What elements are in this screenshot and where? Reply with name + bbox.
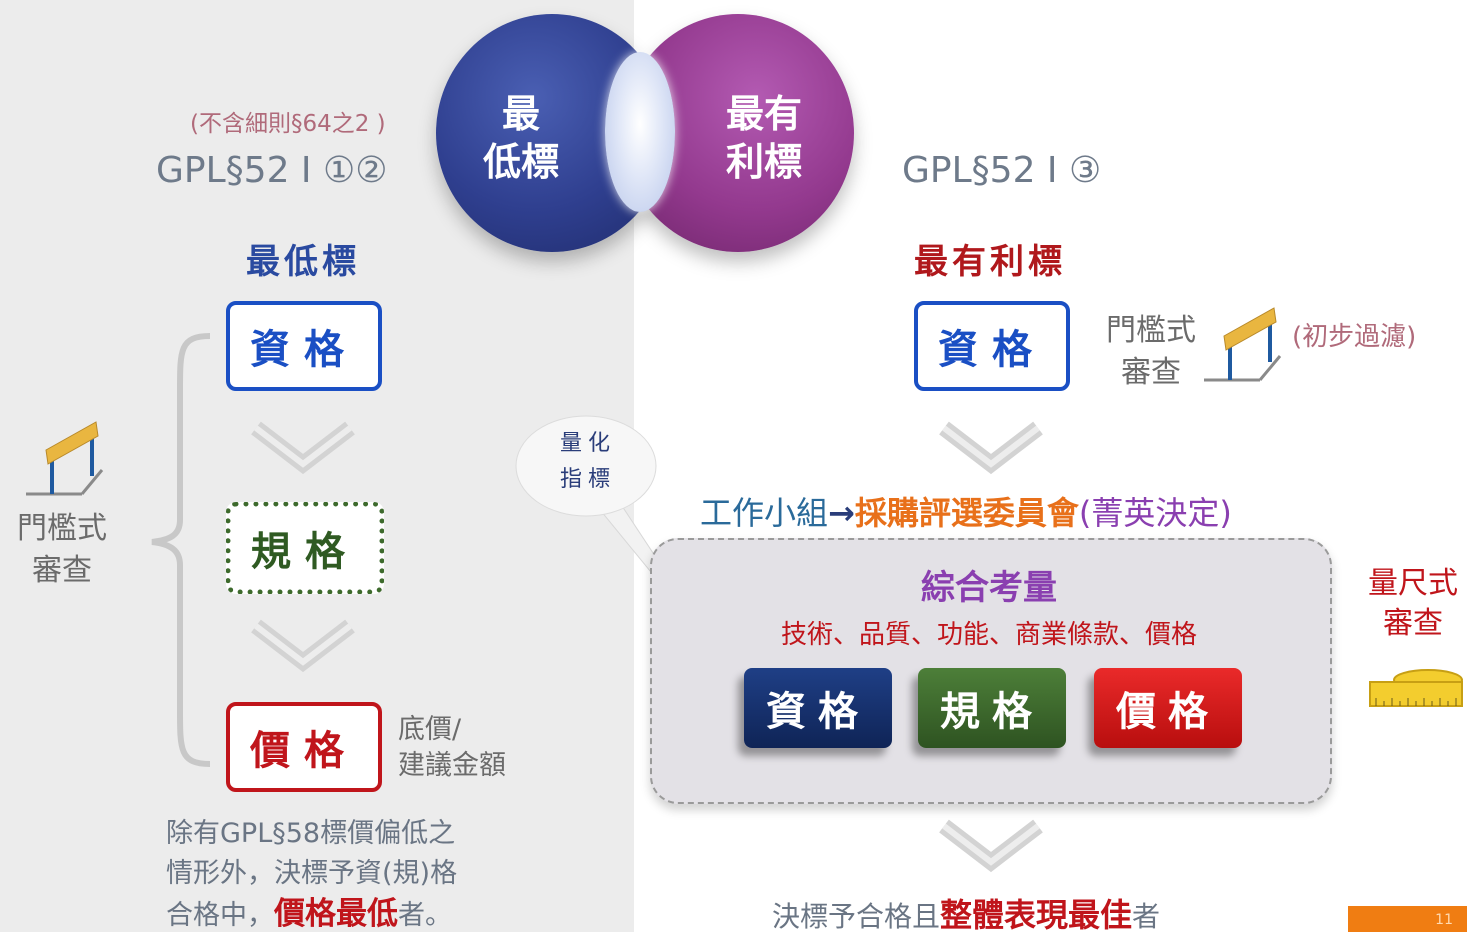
- scale-review-label: 量尺式審查: [1368, 566, 1458, 641]
- overlap-lens: [605, 52, 675, 212]
- right-gpl-reference: GPL§52 I ③: [902, 150, 1102, 191]
- left-specification-box: 規格: [226, 502, 384, 594]
- lowest-price-emphasis: 價格最低: [274, 896, 398, 932]
- left-threshold-review-label: 門檻式審查: [17, 511, 107, 588]
- base-price-note: 底價/建議金額: [398, 714, 506, 781]
- left-price-box: 價格: [226, 702, 382, 792]
- tape-measure-icon: [1369, 669, 1463, 707]
- initial-filter-note: (初步過濾): [1292, 322, 1417, 352]
- chevron-down-icon: [939, 421, 1043, 475]
- left-qualification-box: 資格: [226, 301, 382, 391]
- hurdle-icon: [1204, 307, 1282, 382]
- lowest-bid-circle-label: 最低標: [482, 91, 559, 184]
- chevron-down-icon: [939, 819, 1043, 873]
- quantified-indicator-label: 量化指標: [559, 431, 616, 492]
- left-note: (不含細則§64之2 ): [190, 111, 386, 137]
- chevron-down-icon: [251, 421, 355, 475]
- tile-specification: 規格: [918, 668, 1066, 748]
- curly-brace-icon: [151, 333, 211, 767]
- right-qualification-box: 資格: [914, 301, 1070, 391]
- left-conclusion: 除有GPL§58標價偏低之 情形外，決標予資(規)格 合格中，價格最低者。: [166, 818, 458, 932]
- committee-line: 工作小組→採購評選委員會(菁英決定): [700, 494, 1232, 532]
- chevron-down-icon: [251, 619, 355, 673]
- page-number-badge: 11: [1348, 906, 1467, 932]
- right-threshold-review-label: 門檻式審查: [1106, 313, 1196, 390]
- right-conclusion: 決標予合格且整體表現最佳者: [772, 896, 1161, 934]
- hurdle-icon: [26, 421, 104, 496]
- best-overall-emphasis: 整體表現最佳: [940, 896, 1133, 934]
- tile-price: 價格: [1094, 668, 1242, 748]
- right-heading: 最有利標: [914, 242, 1066, 282]
- tile-qualification: 資格: [744, 668, 892, 748]
- page-number: 11: [1435, 912, 1453, 928]
- left-heading: 最低標: [246, 242, 360, 282]
- panel-criteria: 技術、品質、功能、商業條款、價格: [780, 620, 1197, 650]
- evaluation-committee: 採購評選委員會: [854, 494, 1079, 532]
- panel-title: 綜合考量: [921, 568, 1057, 608]
- most-advantageous-circle-label: 最有利標: [725, 91, 802, 184]
- left-gpl-reference: GPL§52 I ①②: [156, 150, 388, 191]
